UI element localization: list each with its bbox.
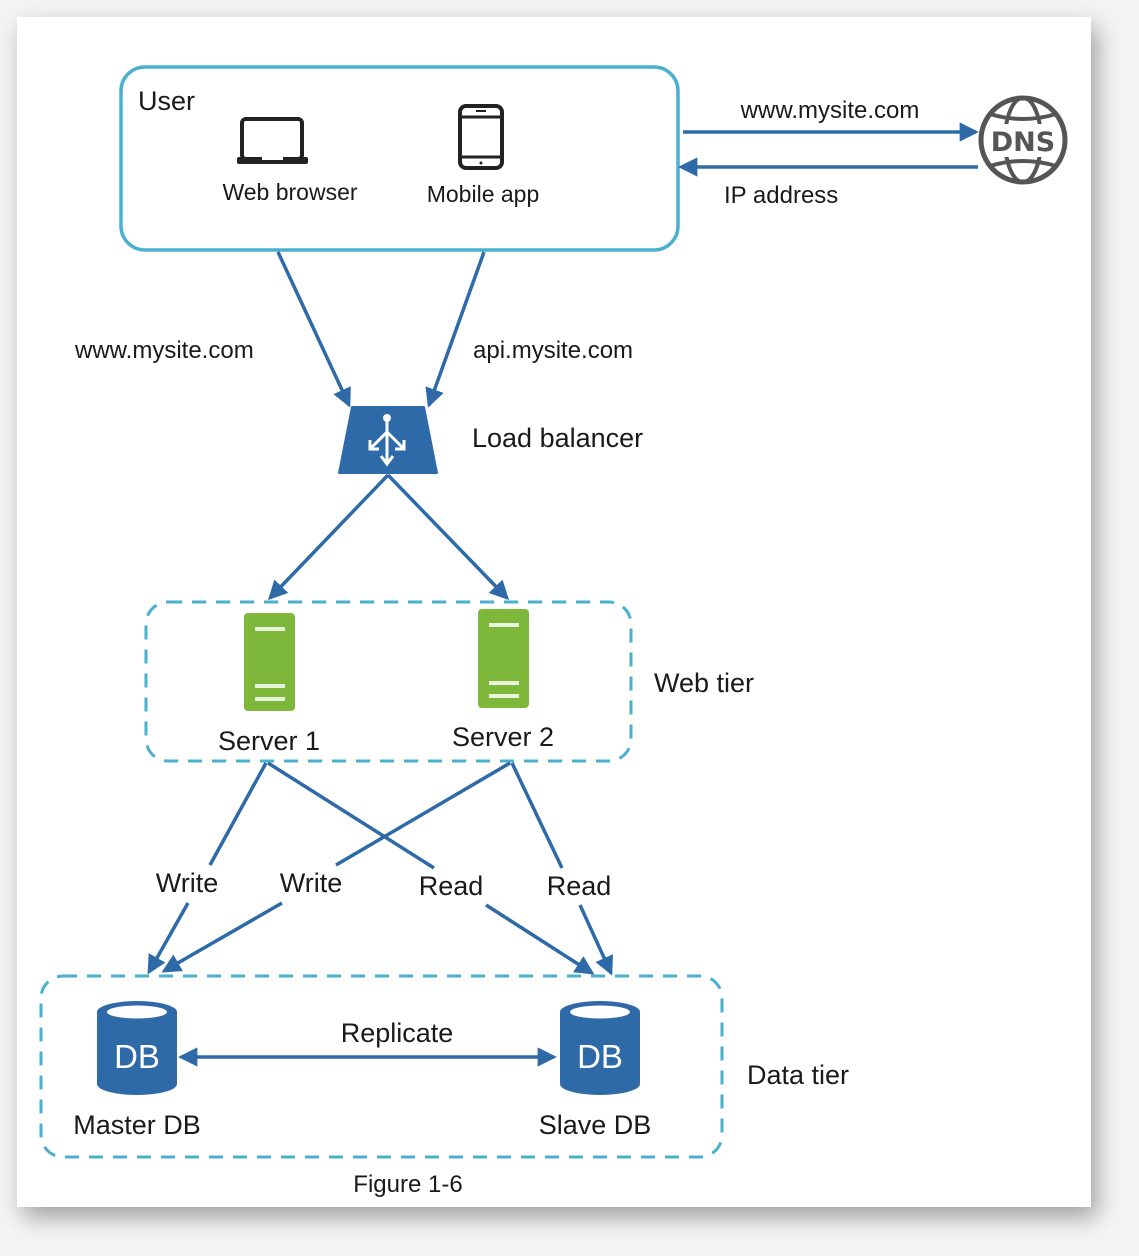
server1-read-arrow <box>485 903 595 975</box>
server-2-icon <box>478 609 529 708</box>
data-tier-group: Data tier DB Master DB DB Slave DB Repli… <box>39 974 849 1159</box>
web-tier-label: Web tier <box>654 668 754 698</box>
db-edges: Write Write Read Read <box>147 761 613 976</box>
api-to-lb-arrow <box>425 251 486 408</box>
server2-write-edge <box>335 761 511 867</box>
dns-response-label: IP address <box>724 182 838 209</box>
web-tier-group: Web tier Server 1 Server 2 <box>144 600 754 763</box>
server1-write-label: Write <box>156 868 219 898</box>
master-db-label: Master DB <box>73 1110 201 1140</box>
web-domain-label: www.mysite.com <box>74 337 254 364</box>
figure-caption: Figure 1-6 <box>353 1171 462 1198</box>
server2-read-label: Read <box>547 871 612 901</box>
server-2-label: Server 2 <box>452 722 554 752</box>
slave-db-icon: DB <box>560 1001 640 1095</box>
server1-write-edge <box>208 762 268 866</box>
server1-read-edge <box>267 761 435 870</box>
user-label: User <box>138 86 195 116</box>
server1-write-arrow <box>147 902 190 975</box>
dns-group: www.mysite.com IP address DNS <box>678 95 1068 209</box>
web-to-lb-arrow <box>276 251 351 408</box>
server2-read-edge <box>510 762 564 869</box>
dns-icon-label: DNS <box>991 127 1055 158</box>
master-db-icon: DB <box>97 1001 177 1095</box>
data-tier-label: Data tier <box>747 1060 849 1090</box>
user-box <box>119 65 680 252</box>
mobile-phone-icon <box>458 104 504 170</box>
lb-to-server1-arrow <box>268 473 390 601</box>
master-db-icon-text: DB <box>114 1038 160 1075</box>
mobile-app-label: Mobile app <box>427 181 540 207</box>
data-tier-box <box>39 974 724 1159</box>
server-1-icon <box>244 613 295 711</box>
web-tier-box <box>144 600 633 763</box>
dns-request-label: www.mysite.com <box>740 97 920 124</box>
api-domain-label: api.mysite.com <box>473 337 633 364</box>
server2-write-arrow <box>161 901 283 973</box>
web-browser-label: Web browser <box>222 179 357 205</box>
lb-to-server2-arrow <box>386 473 510 601</box>
server2-read-arrow <box>578 904 613 976</box>
replicate-label: Replicate <box>341 1018 454 1048</box>
server1-read-label: Read <box>419 871 484 901</box>
server2-write-label: Write <box>280 868 343 898</box>
load-balancer-label: Load balancer <box>472 423 643 453</box>
server-1-label: Server 1 <box>218 726 320 756</box>
laptop-icon <box>237 117 308 164</box>
globe-icon: DNS <box>978 95 1068 185</box>
slave-db-icon-text: DB <box>577 1038 623 1075</box>
user-group: User Web browser Mobile app <box>119 65 680 252</box>
slave-db-label: Slave DB <box>539 1110 652 1140</box>
load-balancer-icon <box>338 406 438 474</box>
